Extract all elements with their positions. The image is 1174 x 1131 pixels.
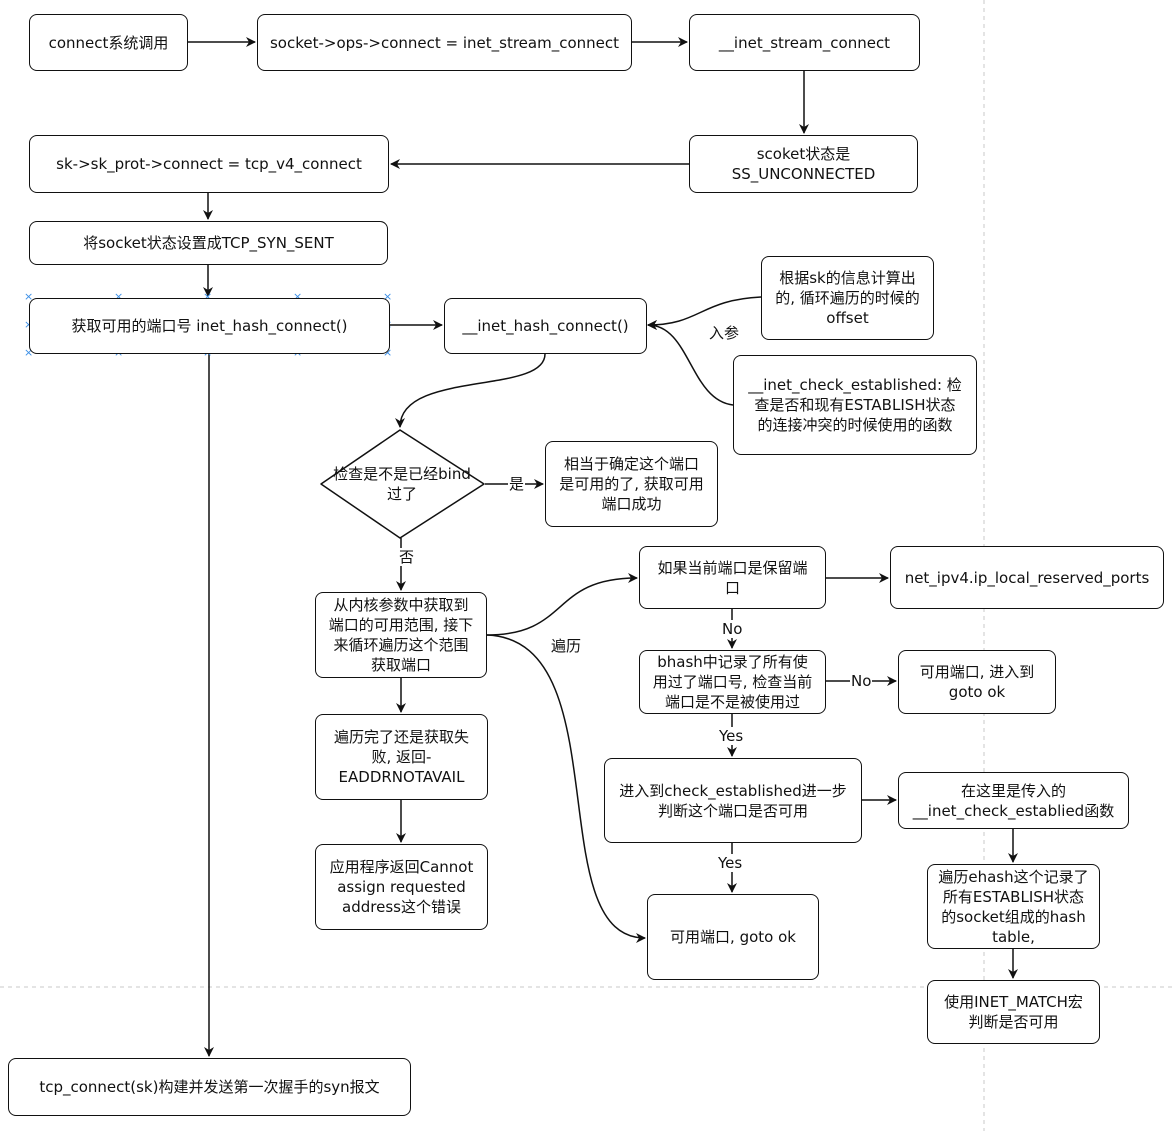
node-label-line: 来循环遍历这个范围 (333, 636, 469, 654)
node-available-ok[interactable]: 可用端口, goto ok (647, 894, 819, 980)
edge-label-yes-bhash: Yes (718, 727, 745, 745)
node-label: 获取可用的端口号 inet_hash_connect() (71, 317, 348, 335)
node-label: connect系统调用 (48, 33, 169, 52)
edge-range-to-reserved (486, 573, 638, 636)
node-socket-state[interactable]: scoket状态是 SS_UNCONNECTED (689, 135, 918, 193)
node-label: net_ipv4.ip_local_reserved_ports (904, 568, 1150, 587)
node-label: __inet_hash_connect() (462, 317, 629, 335)
node-label-line: 端口成功 (601, 495, 662, 513)
node-label-line: 败, 返回- (371, 748, 432, 766)
node-socket-ops-connect[interactable]: socket->ops->connect = inet_stream_conne… (257, 14, 632, 71)
node-label-line: table, (992, 927, 1035, 946)
node-label-line: 口 (724, 578, 740, 597)
node-bind-ok[interactable]: 相当于确定这个端口 是可用的了, 获取可用 端口成功 (545, 441, 718, 527)
node-label-line: 根据sk的信息计算出 (779, 269, 916, 287)
node-label-line: 可用端口, 进入到 (919, 663, 1035, 681)
node-label-line: assign requested (337, 878, 466, 896)
node-inet-match[interactable]: 使用INET_MATCH宏 判断是否可用 (927, 980, 1100, 1044)
edge-label-no-bhash: No (850, 672, 873, 690)
edge-label-yes-cn: 是 (508, 475, 526, 493)
node-free-port[interactable]: 可用端口, 进入到 goto ok (898, 650, 1056, 714)
edge-inet-hash-to-bind-check (395, 353, 546, 428)
node-label-line: 遍历ehash这个记录了 (938, 867, 1089, 886)
node-port-range[interactable]: 从内核参数中获取到 端口的可用范围, 接下 来循环遍历这个范围 获取端口 (315, 592, 487, 678)
node-label: 将socket状态设置成TCP_SYN_SENT (83, 234, 334, 252)
node-label-line: address这个错误 (342, 898, 461, 916)
edge-label-yes-check: Yes (717, 854, 744, 872)
node-label-line: SS_UNCONNECTED (731, 165, 876, 183)
node-ehash[interactable]: 遍历ehash这个记录了 所有ESTABLISH状态 的socket组成的has… (927, 864, 1100, 949)
node-reserved-check[interactable]: 如果当前端口是保留端 口 (639, 546, 826, 609)
node-inet-hash-connect[interactable]: __inet_hash_connect() (444, 298, 647, 354)
node-offset-note[interactable]: 根据sk的信息计算出 的, 循环遍历的时候的 offset (761, 256, 934, 340)
edge-check-note-to-inet-hash (647, 320, 734, 406)
node-label-line: 过了 (386, 485, 417, 503)
node-label: sk->sk_prot->connect = tcp_v4_connect (56, 155, 362, 173)
node-label-line: __inet_check_established: 检 (748, 376, 962, 394)
node-label-line: 的socket组成的hash (941, 907, 1086, 926)
node-label-line: 从内核参数中获取到 (333, 596, 469, 614)
edge-offset-note-to-inet-hash (647, 296, 762, 330)
edge-label-param: 入参 (708, 324, 741, 342)
node-inet-stream-connect[interactable]: __inet_stream_connect (689, 14, 920, 71)
node-get-port[interactable]: 获取可用的端口号 inet_hash_connect() (29, 298, 390, 354)
edge-range-to-available (486, 634, 646, 943)
bind-check-diamond (320, 429, 485, 539)
node-sk-prot-connect[interactable]: sk->sk_prot->connect = tcp_v4_connect (29, 135, 389, 193)
node-eaddrnotavail[interactable]: 遍历完了还是获取失 败, 返回- EADDRNOTAVAIL (315, 714, 488, 800)
node-label-line: 判断是否可用 (968, 1013, 1059, 1031)
edge-label-iterate: 遍历 (550, 637, 583, 655)
node-bind-check[interactable]: 检查是不是已经bind 过了 (322, 460, 482, 508)
node-check-established-note[interactable]: __inet_check_established: 检 查是否和现有ESTABL… (733, 355, 977, 455)
node-set-syn-sent[interactable]: 将socket状态设置成TCP_SYN_SENT (29, 221, 388, 265)
node-check-established[interactable]: 进入到check_established进一步 判断这个端口是否可用 (604, 758, 862, 843)
node-label-line: 检查是不是已经bind (333, 465, 471, 483)
node-label-line: 端口的可用范围, 接下 (328, 616, 474, 634)
node-label-line: 端口是不是被使用过 (664, 693, 800, 711)
node-label-line: EADDRNOTAVAIL (338, 768, 465, 786)
node-label-line: 进入到check_established进一步 (619, 781, 847, 800)
node-label: socket->ops->connect = inet_stream_conne… (269, 33, 620, 52)
node-label-line: bhash中记录了所有使 (657, 653, 808, 671)
node-app-error[interactable]: 应用程序返回Cannot assign requested address这个错… (315, 844, 488, 930)
node-reserved-ports[interactable]: net_ipv4.ip_local_reserved_ports (890, 546, 1164, 609)
node-label: 可用端口, goto ok (670, 928, 796, 946)
edge-label-no-cn: 否 (398, 548, 416, 566)
node-label-line: 所有ESTABLISH状态 (942, 887, 1085, 906)
node-label-line: 获取端口 (370, 656, 431, 674)
node-label-line: 的连接冲突的时候使用的函数 (757, 416, 953, 434)
node-label-line: 遍历完了还是获取失 (333, 728, 469, 746)
node-label: __inet_stream_connect (718, 33, 891, 52)
node-label-line: 在这里是传入的 (960, 781, 1066, 800)
node-label-line: offset (826, 309, 869, 327)
node-label: tcp_connect(sk)构建并发送第一次握手的syn报文 (39, 1078, 380, 1096)
edge-label-no-reserved: No (721, 620, 744, 638)
node-connect-syscall[interactable]: connect系统调用 (29, 14, 188, 71)
node-tcp-connect[interactable]: tcp_connect(sk)构建并发送第一次握手的syn报文 (8, 1058, 411, 1116)
node-bhash-check[interactable]: bhash中记录了所有使 用过了端口号, 检查当前 端口是不是被使用过 (639, 650, 826, 714)
node-label-line: 如果当前端口是保留端 (657, 558, 808, 577)
node-label-line: __inet_check_establied函数 (912, 801, 1115, 820)
node-label-line: 相当于确定这个端口 (563, 455, 699, 473)
node-passed-in[interactable]: 在这里是传入的 __inet_check_establied函数 (898, 772, 1129, 829)
node-label-line: 查是否和现有ESTABLISH状态 (754, 396, 956, 414)
node-label-line: 使用INET_MATCH宏 (944, 993, 1083, 1011)
node-label-line: scoket状态是 (756, 145, 851, 163)
node-label-line: 判断这个端口是否可用 (657, 801, 808, 820)
node-label-line: 的, 循环遍历的时候的 (775, 289, 920, 307)
node-label-line: 是可用的了, 获取可用 (559, 475, 704, 493)
node-label-line: 应用程序返回Cannot (329, 858, 474, 876)
node-label-line: goto ok (948, 683, 1006, 701)
node-label-line: 用过了端口号, 检查当前 (652, 673, 813, 691)
